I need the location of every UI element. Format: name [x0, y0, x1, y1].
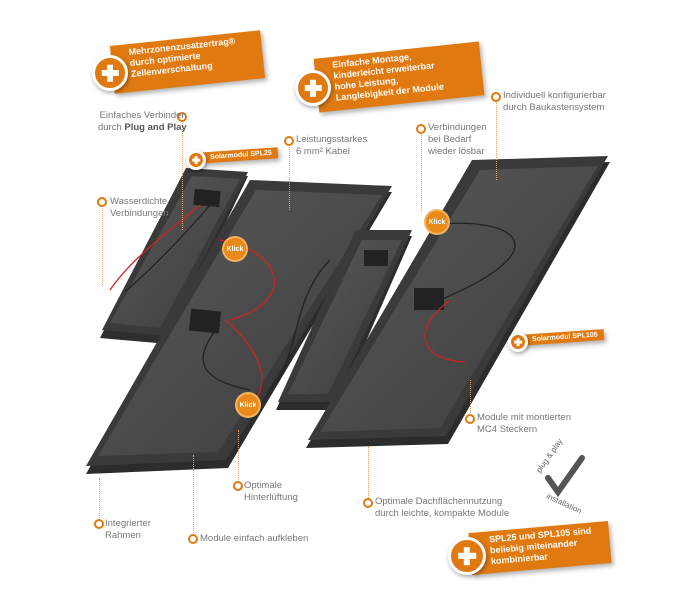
label-line: Einfaches Verbinden	[99, 110, 187, 121]
label-line: durch Baukastensystem	[503, 102, 605, 113]
solar-panel-spl105-left	[86, 180, 392, 474]
plus-icon	[186, 150, 206, 170]
label-kabel: Leistungsstarkes 6 mm² Kabel	[296, 134, 367, 158]
plus-icon	[508, 332, 528, 352]
callout-dot	[94, 519, 104, 529]
label-dachflaeche: Optimale Dachflächennutzung durch leicht…	[375, 496, 509, 520]
callout-dot	[284, 136, 294, 146]
label-aufkleben: Module einfach aufkleben	[200, 533, 309, 544]
label-line: Module mit montierten	[477, 412, 571, 423]
label-line: 6 mm² Kabel	[296, 146, 350, 157]
callout-line	[421, 132, 422, 212]
label-line: MC4 Steckern	[477, 424, 538, 435]
plus-icon	[92, 55, 128, 91]
callout-line	[238, 430, 239, 482]
label-plug-and-play: Einfaches Verbinden durch Plug and Play	[98, 110, 187, 134]
cables	[109, 204, 516, 401]
label-mc4: Module mit montierten MC4 Steckern	[477, 412, 571, 436]
label-line: wieder lösbar	[428, 146, 485, 157]
label-line: durch leichte, kompakte Module	[375, 508, 510, 519]
label-line: Leistungsstarkes	[296, 134, 368, 145]
callout-dot	[233, 481, 243, 491]
label-line: Optimale Dachflächennutzung	[375, 496, 503, 507]
callout-line	[182, 120, 183, 230]
solar-panel-spl25-middle	[276, 230, 412, 410]
solar-panel-spl105-right	[306, 156, 610, 448]
callout-line	[289, 145, 290, 210]
callout-line	[102, 205, 103, 285]
callout-line	[193, 455, 194, 535]
label-line: Verbindungen	[428, 122, 487, 133]
callout-dot	[491, 92, 501, 102]
label-line: durch	[98, 122, 125, 133]
klick-badge: Klick	[224, 238, 246, 260]
label-line: bei Bedarf	[428, 134, 472, 145]
callout-dot	[188, 534, 198, 544]
klick-badge: Klick	[237, 394, 259, 416]
label-rahmen: Integrierter Rahmen	[105, 518, 151, 542]
plus-icon	[295, 70, 331, 106]
callout-line	[496, 100, 497, 180]
callout-dot	[363, 498, 373, 508]
label-line-bold: Plug and Play	[124, 122, 187, 133]
callout-dot	[177, 112, 187, 122]
label-line: Hinterlüftung	[244, 492, 298, 503]
label-individuell: Individuell konfigurierbar durch Baukast…	[503, 90, 606, 114]
label-line: Rahmen	[105, 530, 141, 541]
label-line: Optimale	[244, 480, 283, 491]
solar-panel-spl25-left	[100, 168, 248, 344]
callout-dot	[97, 197, 107, 207]
callout-line	[470, 380, 471, 415]
label-line: Verbindungen	[110, 208, 169, 219]
callout-dot	[465, 414, 475, 424]
callout-line	[99, 478, 100, 520]
plug-and-play-stamp	[545, 455, 585, 498]
label-wasserdicht: Wasserdichte Verbindungen	[110, 196, 169, 220]
label-line: Wasserdichte	[110, 196, 168, 207]
label-line: Integrierter	[105, 518, 151, 529]
plus-icon	[448, 537, 486, 575]
label-line: Individuell konfigurierbar	[503, 90, 606, 101]
label-loesbar: Verbindungen bei Bedarf wieder lösbar	[428, 122, 487, 158]
callout-dot	[416, 124, 426, 134]
klick-badge: Klick	[426, 211, 448, 233]
callout-line	[368, 446, 369, 498]
label-hinterlueftung: Optimale Hinterlüftung	[244, 480, 298, 504]
